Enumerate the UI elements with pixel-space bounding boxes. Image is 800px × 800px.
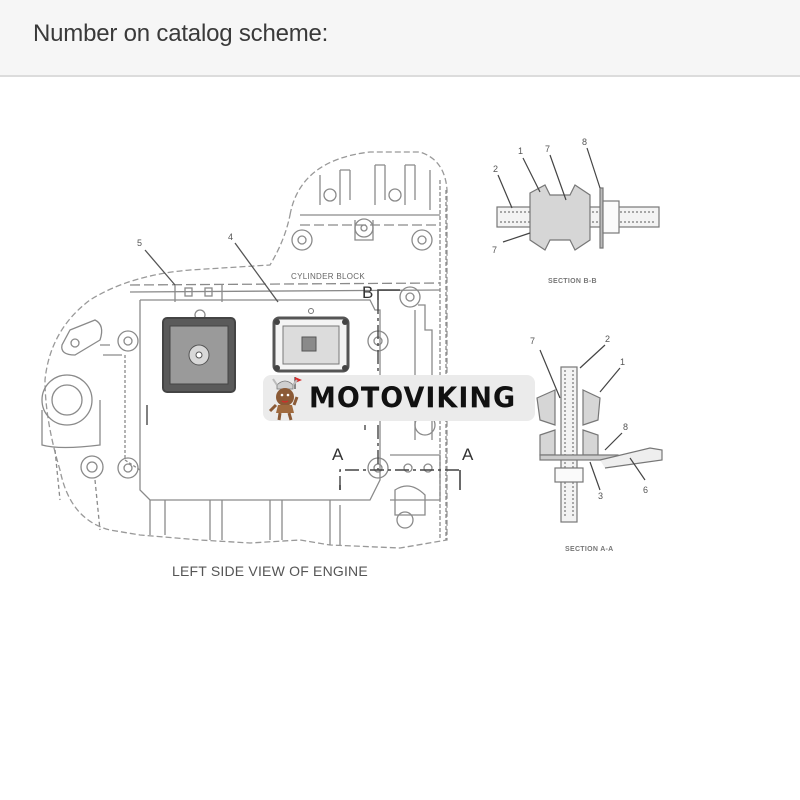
section-a-callout-1: 1 (620, 357, 626, 367)
section-marker-a-left: A (332, 445, 344, 464)
section-a-callout-3: 3 (598, 491, 604, 501)
section-b-callout-1: 1 (518, 146, 524, 156)
section-b-caption: SECTION B-B (548, 278, 597, 285)
engine-line-drawing (41, 147, 663, 549)
section-b-callout-7: 7 (545, 144, 551, 154)
section-marker-a-right: A (462, 445, 474, 464)
section-a-caption: SECTION A-A (565, 546, 614, 553)
callout-4: 4 (228, 232, 234, 242)
section-a-a-drawing (536, 344, 663, 523)
watermark-text: MOTOVIKING (309, 381, 517, 415)
section-marker-b: B (362, 283, 374, 302)
section-a-callout-2: 2 (605, 334, 611, 344)
section-b-callout-2: 2 (493, 164, 499, 174)
motoviking-watermark: MOTOVIKING (263, 375, 535, 421)
cylinder-block-label: CYLINDER BLOCK (291, 272, 365, 281)
section-b-b-drawing (496, 147, 660, 251)
section-a-callout-8: 8 (623, 422, 629, 432)
viking-mascot-icon (267, 375, 307, 421)
section-a-callout-7: 7 (530, 336, 536, 346)
catalog-scheme-diagram: CYLINDER BLOCK 5 4 B A A LEFT SIDE VIEW … (0, 77, 800, 800)
page-header: Number on catalog scheme: (0, 0, 800, 77)
main-view-caption: LEFT SIDE VIEW OF ENGINE (172, 563, 368, 579)
section-b-callout-8: 8 (582, 137, 588, 147)
connector-5 (162, 317, 236, 393)
section-a-callout-6: 6 (643, 485, 649, 495)
section-b-callout-7-lower: 7 (492, 245, 498, 255)
callout-5: 5 (137, 238, 143, 248)
page-title: Number on catalog scheme: (33, 20, 329, 47)
connector-4 (272, 308, 350, 373)
